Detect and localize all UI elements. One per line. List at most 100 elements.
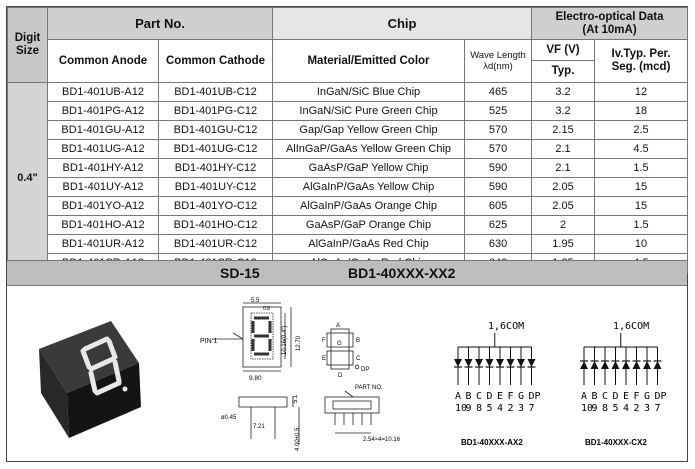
svg-text:DP: DP bbox=[361, 367, 369, 373]
iv-cell: 1.5 bbox=[594, 215, 689, 235]
material-cell: GaAsP/GaP Orange Chip bbox=[272, 215, 465, 235]
pin-number: 2 bbox=[634, 403, 640, 414]
iv-line1: Iv.Typ. Per. bbox=[611, 48, 671, 60]
common-anode-cell: BD1-401UY-A12 bbox=[47, 177, 159, 197]
segment-letter: F bbox=[634, 391, 640, 402]
common-cathode-cell: BD1-401PG-C12 bbox=[158, 101, 273, 121]
common-cathode-cell: BD1-401HO-C12 bbox=[158, 215, 273, 235]
pin-number: 9 bbox=[466, 403, 472, 414]
common-cathode-cell: BD1-401YO-C12 bbox=[158, 196, 273, 216]
pin-number: 3 bbox=[644, 403, 650, 414]
common-anode-cell: BD1-401PG-A12 bbox=[47, 101, 159, 121]
vf-cell: 3.2 bbox=[531, 101, 596, 121]
depth-dim: 5.1 bbox=[293, 394, 299, 403]
segment-letter: F bbox=[508, 391, 514, 402]
display-product-image bbox=[39, 321, 141, 438]
iv-cell: 15 bbox=[594, 196, 689, 216]
pin-number: 9 bbox=[592, 403, 598, 414]
diode-symbol bbox=[622, 361, 630, 369]
part-no-header: Part No. bbox=[47, 7, 273, 40]
svg-text:E: E bbox=[322, 356, 326, 362]
segment-letter: G bbox=[518, 391, 524, 402]
wave-length-cell: 625 bbox=[463, 215, 533, 235]
pin-number: 4 bbox=[623, 403, 629, 414]
segment-layout bbox=[326, 328, 360, 370]
diode-symbol bbox=[611, 361, 620, 369]
svg-text:A: A bbox=[336, 323, 340, 329]
iv-cell: 10 bbox=[594, 234, 689, 254]
segment-letter: C bbox=[476, 391, 482, 402]
common-anode-cell: BD1-401UR-A12 bbox=[47, 234, 159, 254]
svg-text:C: C bbox=[356, 356, 361, 362]
pin1-label: PIN 1 bbox=[200, 338, 218, 345]
diode-symbol bbox=[643, 361, 651, 369]
height-dim: 12.70 bbox=[296, 335, 302, 351]
iv-cell: 1.5 bbox=[594, 158, 689, 178]
wave-length-cell: 525 bbox=[463, 101, 533, 121]
diode-symbol bbox=[580, 361, 588, 369]
segment-letter: D bbox=[613, 391, 619, 402]
digit-size-value: 0.4" bbox=[7, 82, 48, 273]
anode-caption: BD1-40XXX-AX2 bbox=[461, 438, 523, 447]
pin-len: 7.21 bbox=[253, 424, 265, 430]
diode-symbol bbox=[527, 359, 536, 367]
vf-cell: 2.05 bbox=[531, 196, 596, 216]
width-dim: 9.80 bbox=[249, 375, 262, 382]
vf-cell: 2.15 bbox=[531, 120, 596, 140]
diode-symbol bbox=[485, 359, 494, 367]
pin-number: 4 bbox=[497, 403, 503, 414]
iv-cell: 4.5 bbox=[594, 139, 689, 159]
pin-number: 8 bbox=[476, 403, 482, 414]
material-header: Material/Emitted Color bbox=[272, 39, 465, 83]
electro-optical-header: Electro-optical Data (At 10mA) bbox=[531, 7, 689, 40]
series-code: BD1-40XXX-XX2 bbox=[348, 265, 456, 281]
segment-letter: DP bbox=[529, 391, 541, 402]
common-anode-cell: BD1-401UG-A12 bbox=[47, 139, 159, 159]
svg-text:F: F bbox=[322, 338, 326, 344]
diode-symbol bbox=[632, 361, 641, 369]
pin-number: 5 bbox=[487, 403, 493, 414]
material-cell: AlGaInP/GaAs Red Chip bbox=[272, 234, 465, 254]
segment-letter: E bbox=[497, 391, 503, 402]
segment-letter: E bbox=[623, 391, 629, 402]
common-cathode-header: Common Cathode bbox=[158, 39, 273, 83]
pin-number: 7 bbox=[529, 403, 535, 414]
iv-header: Iv.Typ. Per. Seg. (mcd) bbox=[594, 39, 689, 83]
pin-number: 8 bbox=[602, 403, 608, 414]
diode-symbol bbox=[464, 359, 473, 367]
vf-header: VF (V) bbox=[532, 41, 594, 61]
common-cathode-cell: BD1-401UR-C12 bbox=[158, 234, 273, 254]
material-cell: AlGaInP/GaAs Yellow Chip bbox=[272, 177, 465, 197]
chip-header: Chip bbox=[271, 7, 533, 40]
char-dim: 10.16(0.4") bbox=[282, 326, 288, 355]
common-anode-cell: BD1-401GU-A12 bbox=[47, 120, 159, 140]
common-anode-header: Common Anode bbox=[47, 39, 159, 83]
iv-cell: 12 bbox=[594, 82, 689, 102]
segment-letter: DP bbox=[655, 391, 667, 402]
common-anode-cell: BD1-401YO-A12 bbox=[47, 196, 159, 216]
material-cell: InGaN/SiC Blue Chip bbox=[272, 82, 465, 102]
wave-length-cell: 570 bbox=[463, 139, 533, 159]
diode-symbol bbox=[506, 359, 515, 367]
segment-letter: C bbox=[602, 391, 608, 402]
segment-letter: B bbox=[466, 391, 472, 402]
diode-symbol bbox=[454, 359, 462, 367]
diode-symbol bbox=[517, 359, 525, 367]
iv-cell: 2.5 bbox=[594, 120, 689, 140]
drawings-svg: PIN 1 5.5 0.8 9.80 10.16(0.4") 12.70 ABC… bbox=[39, 298, 667, 451]
diode-symbol bbox=[590, 361, 599, 369]
segment-letter: D bbox=[487, 391, 493, 402]
side-view-drawing bbox=[238, 396, 300, 445]
top-dim: 5.5 bbox=[251, 298, 260, 304]
material-cell: GaAsP/GaP Yellow Chip bbox=[272, 158, 465, 178]
pin-number: 7 bbox=[655, 403, 661, 414]
pin-dia: ø0.45 bbox=[221, 415, 237, 421]
common-cathode-cell: BD1-401UG-C12 bbox=[158, 139, 273, 159]
